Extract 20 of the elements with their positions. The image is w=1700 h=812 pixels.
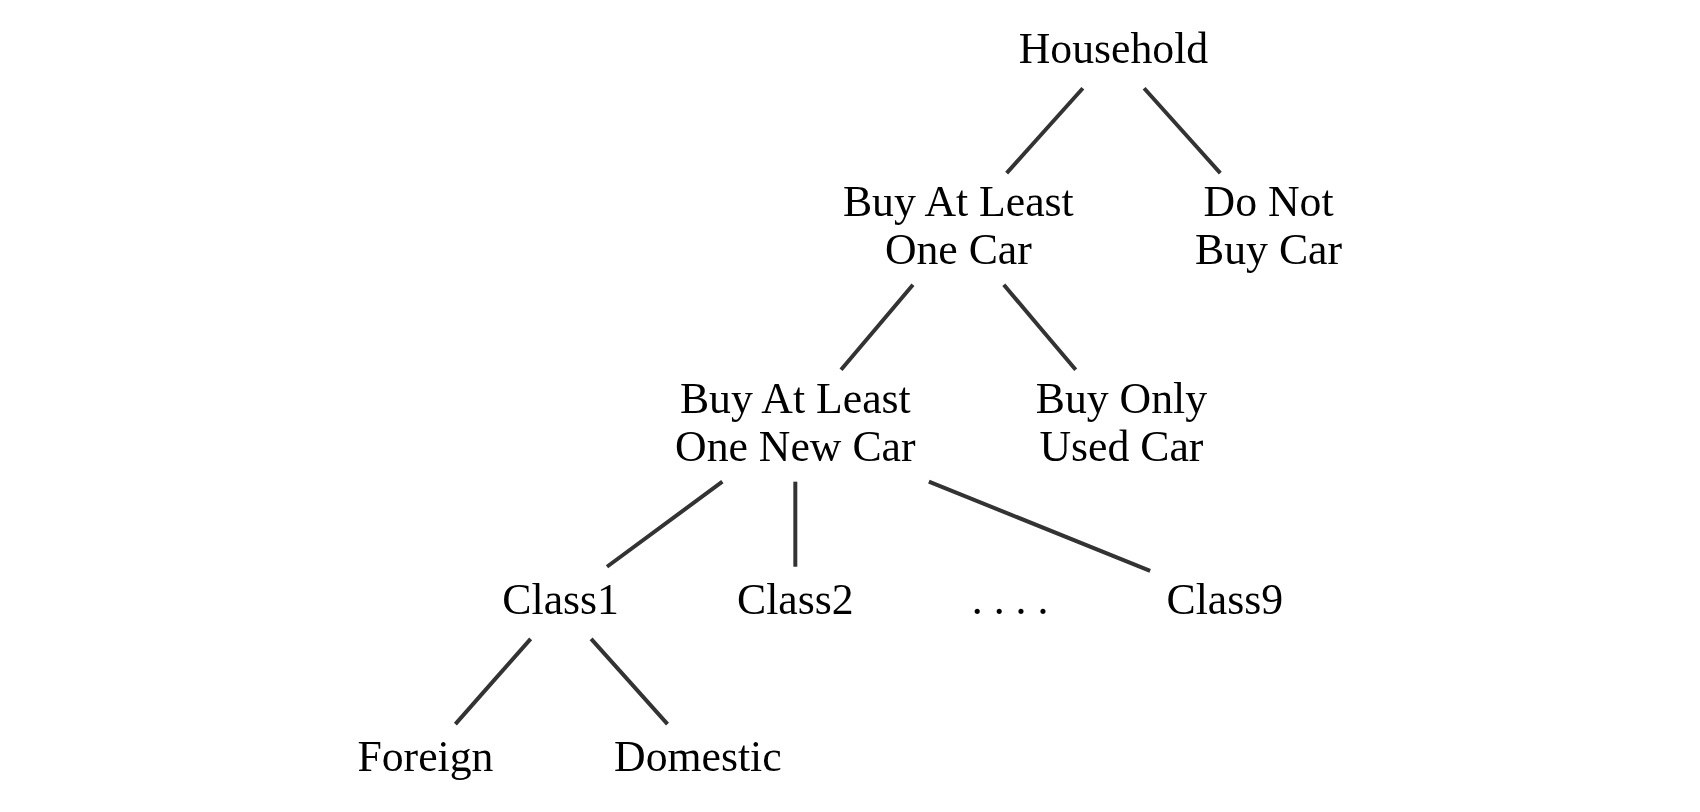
connector — [605, 480, 724, 569]
node-text: Buy At Least One Car — [842, 177, 1074, 274]
node-text: Domestic — [614, 732, 782, 781]
connector — [839, 283, 915, 372]
connector — [1002, 283, 1078, 372]
node-text: Class9 — [1166, 575, 1284, 623]
node-text: Buy At Least One New Car — [675, 374, 916, 470]
connector — [453, 637, 533, 726]
node-text: Household — [1018, 24, 1209, 73]
connector — [1142, 86, 1222, 175]
node-text: Class2 — [737, 575, 854, 623]
label: . . . . — [971, 575, 1049, 623]
node-text: Class1 — [502, 575, 619, 623]
node-text: Do Not Buy Car — [1195, 177, 1343, 274]
connector — [928, 479, 1151, 573]
node-text: Buy Only Used Car — [1035, 374, 1208, 470]
connector — [793, 481, 798, 567]
connector — [589, 637, 669, 726]
connector — [1005, 86, 1085, 175]
node-text: Foreign — [357, 732, 494, 781]
